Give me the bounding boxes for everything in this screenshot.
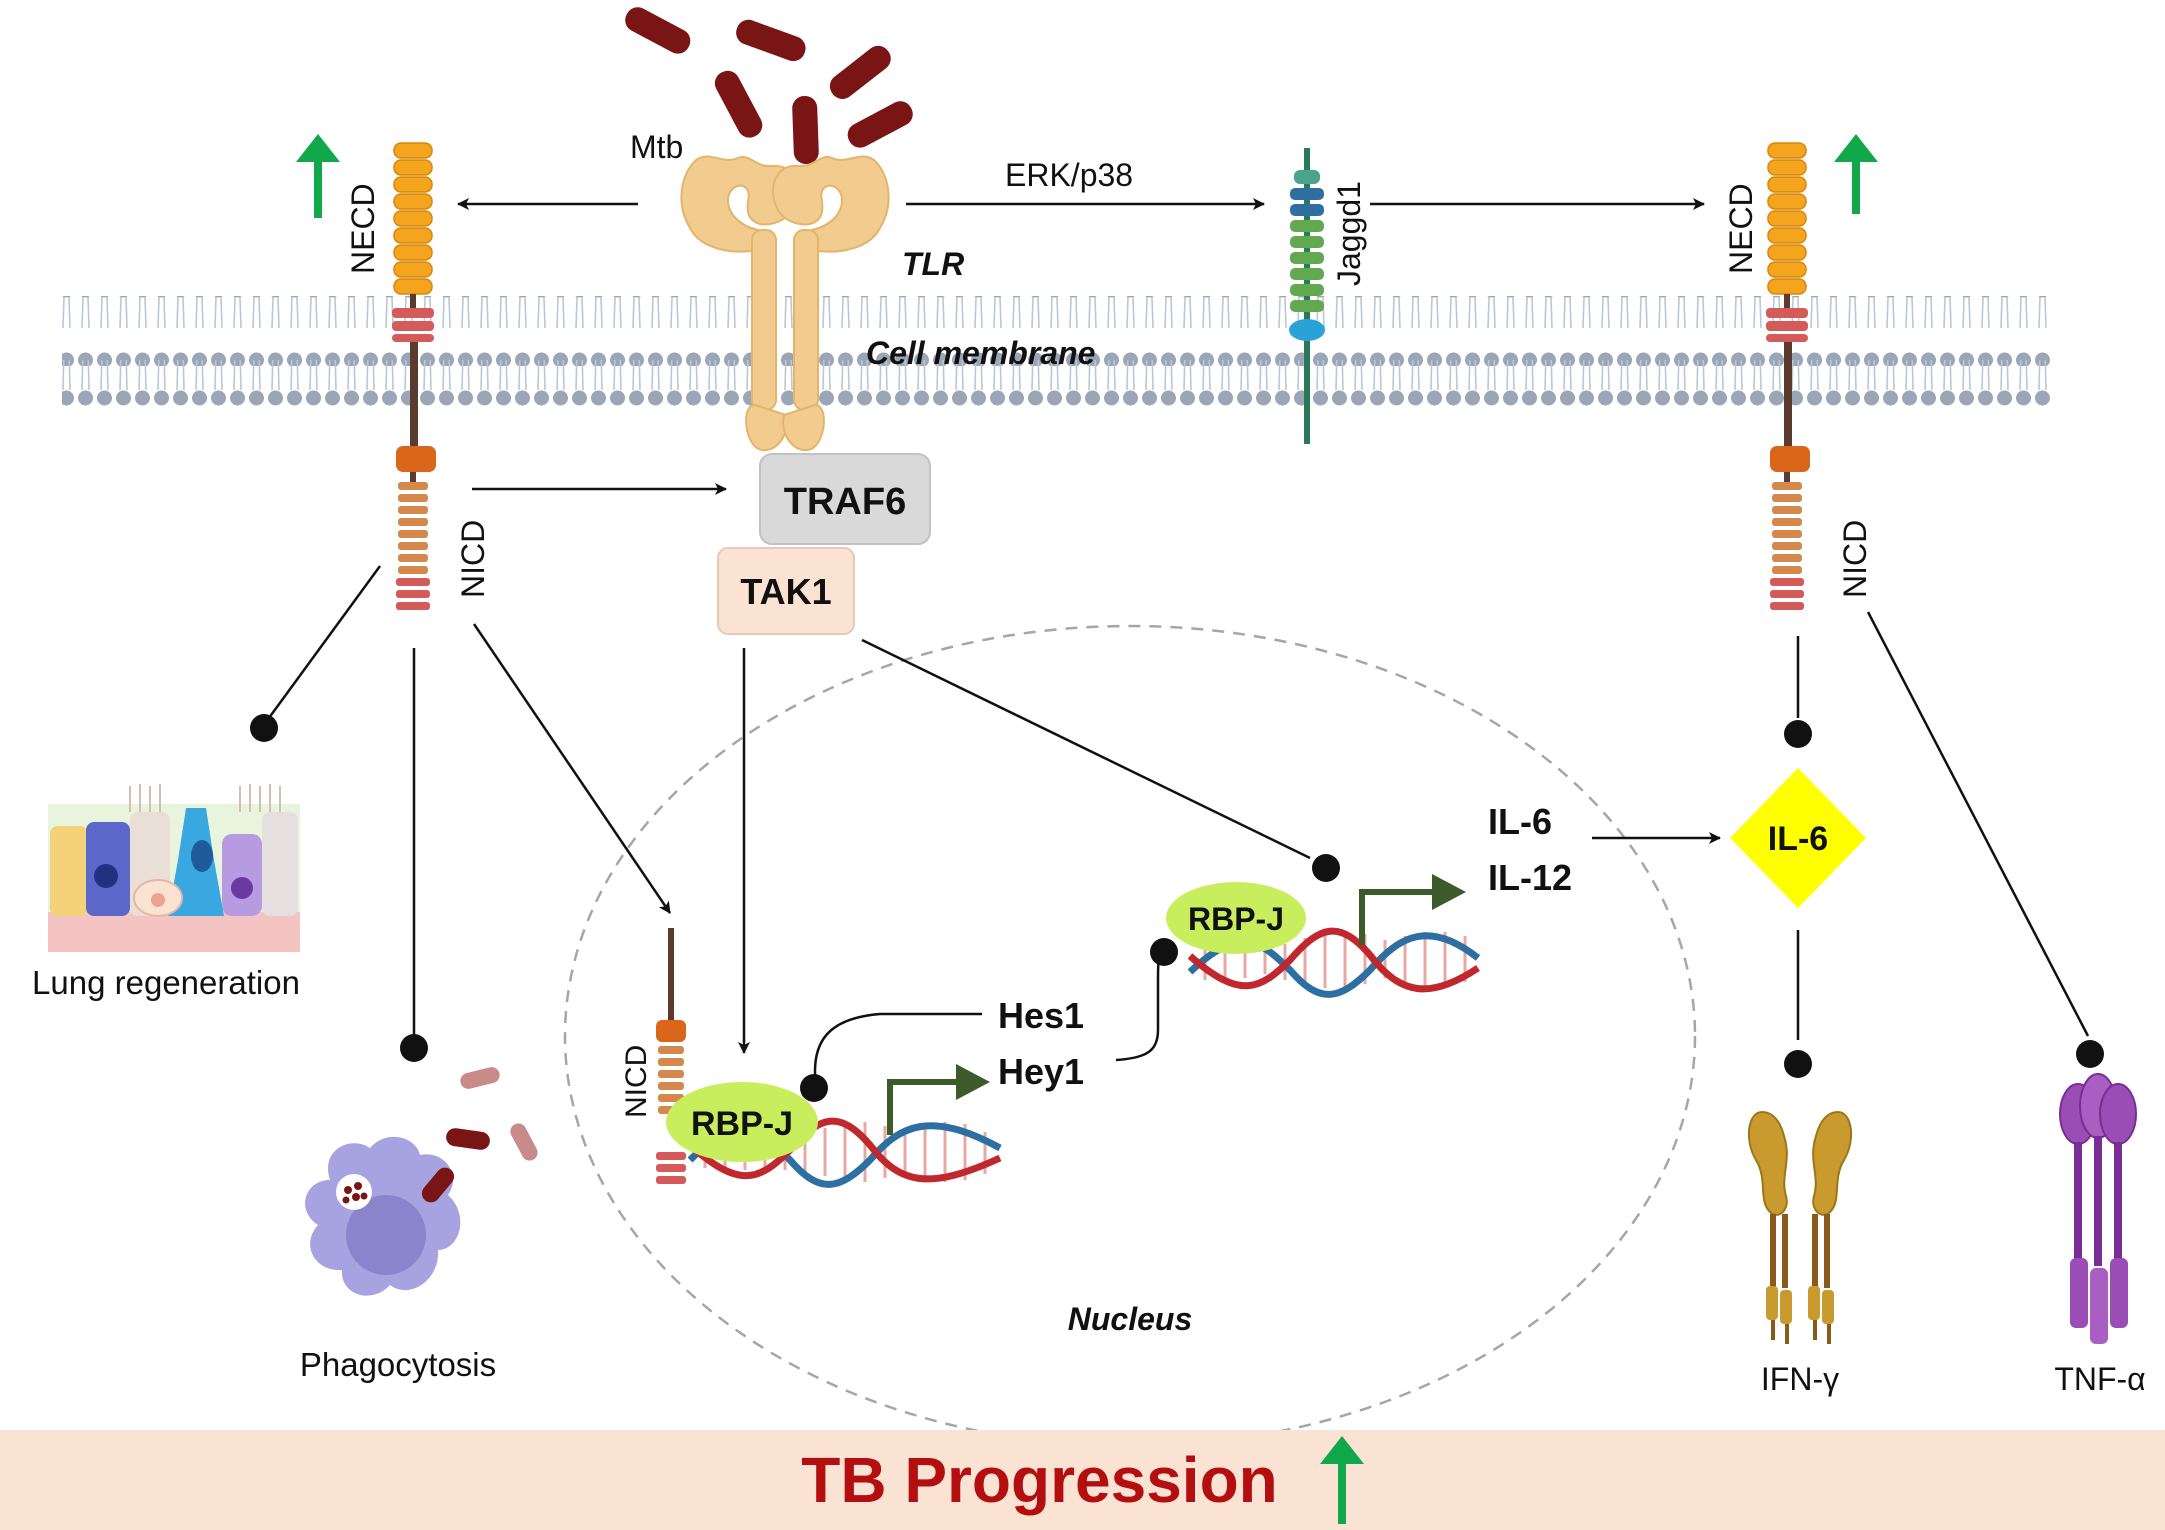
traf6-box bbox=[759, 453, 931, 545]
tak1-label: TAK1 bbox=[740, 571, 831, 612]
ifn-gamma-label: IFN-γ bbox=[1761, 1361, 1839, 1397]
necd-right-label: NECD bbox=[1723, 183, 1759, 274]
cell-membrane bbox=[62, 296, 2052, 416]
rbpj-1-label: RBP-J bbox=[691, 1105, 793, 1143]
ifn-gamma-receptor-icon bbox=[1747, 1110, 1853, 1344]
il6-diamond bbox=[1730, 768, 1866, 908]
nucleus-label: Nucleus bbox=[1068, 1301, 1192, 1337]
necd-left-label: NECD bbox=[345, 183, 381, 274]
rbpj-1-shape bbox=[666, 1082, 818, 1162]
jaggd1-label: Jaggd1 bbox=[1331, 181, 1367, 286]
notch-receptor-icon bbox=[1766, 142, 1810, 610]
phagocytosis-label: Phagocytosis bbox=[300, 1346, 496, 1383]
il6-text-label: IL-6 bbox=[1488, 801, 1552, 842]
top-arrows bbox=[457, 198, 1705, 495]
tlr-receptor-icon bbox=[680, 155, 890, 452]
cell-membrane-label: Cell membrane bbox=[866, 335, 1095, 371]
pathway-lines bbox=[264, 565, 2090, 1087]
il6-diamond-label: IL-6 bbox=[1768, 820, 1828, 858]
tb-progression-title: TB Progression bbox=[801, 1444, 1278, 1516]
hes1-label: Hes1 bbox=[998, 995, 1084, 1036]
nicd-nucleus-label: NICD bbox=[620, 1045, 653, 1118]
nicd-left-label: NICD bbox=[455, 520, 491, 598]
mtb-bacteria-icon bbox=[625, 7, 913, 165]
nucleus bbox=[563, 624, 1697, 1448]
lung-regeneration-label: Lung regeneration bbox=[32, 964, 300, 1001]
up-arrow-icon bbox=[296, 134, 340, 218]
il12-text-label: IL-12 bbox=[1488, 857, 1572, 898]
up-arrow-icon bbox=[1834, 134, 1878, 214]
up-arrow-icon bbox=[1319, 1436, 1364, 1524]
macrophage-icon bbox=[305, 1067, 538, 1296]
traf6-label: TRAF6 bbox=[784, 481, 906, 523]
footer: TB Progression bbox=[0, 1430, 2165, 1530]
tak1-box bbox=[717, 547, 855, 635]
footer-band bbox=[0, 1430, 2165, 1530]
nicd-right-label: NICD bbox=[1837, 520, 1873, 598]
notch-receptor-icon bbox=[392, 142, 436, 610]
jagged1-ligand-icon bbox=[1289, 148, 1325, 444]
inhibition-end-dots bbox=[250, 714, 2104, 1102]
rbpj-2-shape bbox=[1166, 882, 1306, 954]
mtb-label: Mtb bbox=[630, 129, 683, 165]
erk-p38-label: ERK/p38 bbox=[1005, 157, 1133, 193]
tnf-alpha-label: TNF-α bbox=[2054, 1361, 2145, 1397]
hey1-label: Hey1 bbox=[998, 1051, 1084, 1092]
tlr-label: TLR bbox=[902, 246, 964, 282]
lung-epithelium-icon bbox=[48, 784, 300, 952]
tnf-alpha-receptor-icon bbox=[2059, 1073, 2137, 1344]
rbpj-2-label: RBP-J bbox=[1188, 901, 1284, 937]
